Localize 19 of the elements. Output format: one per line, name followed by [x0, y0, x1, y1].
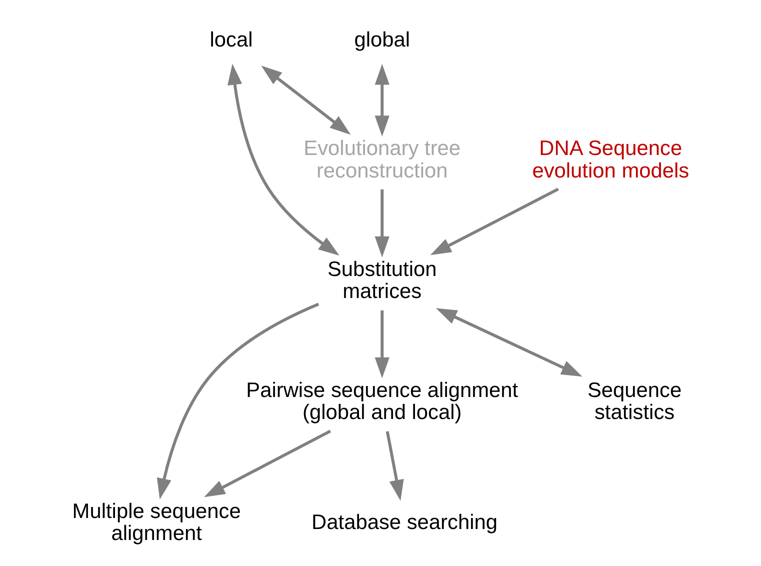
arrow: [374, 64, 389, 137]
node-text: Multiple sequence alignment: [72, 500, 240, 546]
arrow: [374, 310, 389, 378]
arrow: [260, 66, 350, 135]
node-text: Substitution matrices: [326, 258, 436, 304]
node-text: global: [354, 28, 410, 52]
node-text: local: [209, 28, 252, 52]
node-text: Sequence statistics: [586, 378, 682, 424]
node-text: Evolutionary tree reconstruction: [303, 136, 460, 182]
arrow: [385, 431, 404, 501]
arrow: [435, 308, 582, 377]
arrow: [204, 430, 331, 498]
node-text: Database searching: [311, 511, 497, 534]
node-text: Pairwise sequence alignment (global and local): [246, 378, 518, 424]
arrow: [156, 302, 319, 500]
node-text: DNA Sequence evolution models: [532, 136, 689, 182]
arrow: [430, 188, 558, 256]
arrow: [374, 189, 389, 258]
arrow: [227, 64, 339, 256]
